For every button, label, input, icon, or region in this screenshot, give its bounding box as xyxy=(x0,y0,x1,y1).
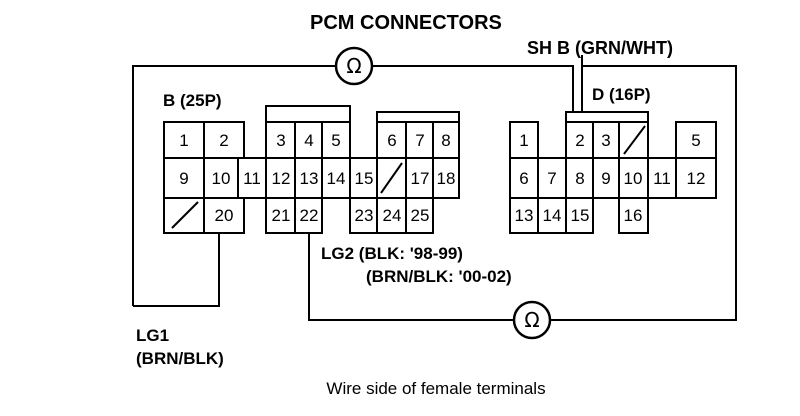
pin-b-4: 4 xyxy=(304,131,313,150)
pin-b-15: 15 xyxy=(355,169,374,188)
pin-b-14: 14 xyxy=(327,169,346,188)
blank-terminal-mark xyxy=(623,125,646,155)
pin-b-25: 25 xyxy=(411,206,430,225)
pin-d-2: 2 xyxy=(575,131,584,150)
connector-key xyxy=(265,105,351,123)
connector-d-label: D (16P) xyxy=(592,85,651,104)
shb-label: SH B (GRN/WHT) xyxy=(527,38,673,58)
pin-d-6: 6 xyxy=(519,169,528,188)
wire-lg1-to-b20 xyxy=(133,233,220,307)
connector-key xyxy=(565,111,649,123)
pin-b-23: 23 xyxy=(355,206,374,225)
connector-key xyxy=(376,111,460,123)
pin-b-6: 6 xyxy=(387,131,396,150)
pin-d-9: 9 xyxy=(601,169,610,188)
connector-d xyxy=(509,111,717,234)
pin-d-3: 3 xyxy=(601,131,610,150)
ohmmeter-bottom: Ω xyxy=(512,300,552,340)
lg1-label: LG1 xyxy=(136,326,169,345)
wire-bottom-meter-to-d xyxy=(550,65,737,321)
wire-lg1-to-top-meter xyxy=(132,65,336,306)
pin-b-11: 11 xyxy=(243,169,261,188)
wire-lg2-to-bottom-meter xyxy=(308,233,514,321)
pin-d-7: 7 xyxy=(547,169,556,188)
pin-b-10: 10 xyxy=(212,169,231,188)
connector-b xyxy=(163,105,460,234)
pin-d-1: 1 xyxy=(519,131,528,150)
pin-d-14: 14 xyxy=(543,206,562,225)
lg2-label: LG2 (BLK: '98-99) xyxy=(321,244,463,263)
pin-b-3: 3 xyxy=(276,131,285,150)
pin-b-2: 2 xyxy=(219,131,228,150)
diagram-caption: Wire side of female terminals xyxy=(326,379,545,398)
pin-b-18: 18 xyxy=(437,169,456,188)
pin-b-13: 13 xyxy=(300,169,319,188)
wire-top-meter-to-shb xyxy=(372,65,574,112)
lg1-color-label: (BRN/BLK) xyxy=(136,349,224,368)
pin-d-12: 12 xyxy=(687,169,706,188)
pin-d-16: 16 xyxy=(624,206,643,225)
blank-terminal-mark xyxy=(171,201,199,229)
ohm-symbol: Ω xyxy=(524,308,539,332)
pin-d-8: 8 xyxy=(575,169,584,188)
pin-b-7: 7 xyxy=(415,131,424,150)
blank-terminal-mark xyxy=(380,162,403,194)
connector-b-label: B (25P) xyxy=(163,91,222,110)
lg2-label-alt: (BRN/BLK: '00-02) xyxy=(366,267,512,286)
pin-b-24: 24 xyxy=(383,206,402,225)
ohm-symbol: Ω xyxy=(346,54,361,78)
pin-b-22: 22 xyxy=(300,206,319,225)
pin-d-10: 10 xyxy=(624,169,643,188)
pin-b-17: 17 xyxy=(411,169,430,188)
pin-b-9: 9 xyxy=(179,169,188,188)
pin-b-5: 5 xyxy=(331,131,340,150)
pin-b-1: 1 xyxy=(179,131,188,150)
pin-d-11: 11 xyxy=(653,169,671,188)
pin-b-12: 12 xyxy=(272,169,291,188)
diagram-title: PCM CONNECTORS xyxy=(310,12,502,34)
pin-b-21: 21 xyxy=(272,206,291,225)
pin-d-5: 5 xyxy=(691,131,700,150)
pin-b-20: 20 xyxy=(215,206,234,225)
pin-d-13: 13 xyxy=(515,206,534,225)
pin-d-15: 15 xyxy=(571,206,590,225)
ohmmeter-top: Ω xyxy=(334,46,374,86)
pin-b-8: 8 xyxy=(441,131,450,150)
